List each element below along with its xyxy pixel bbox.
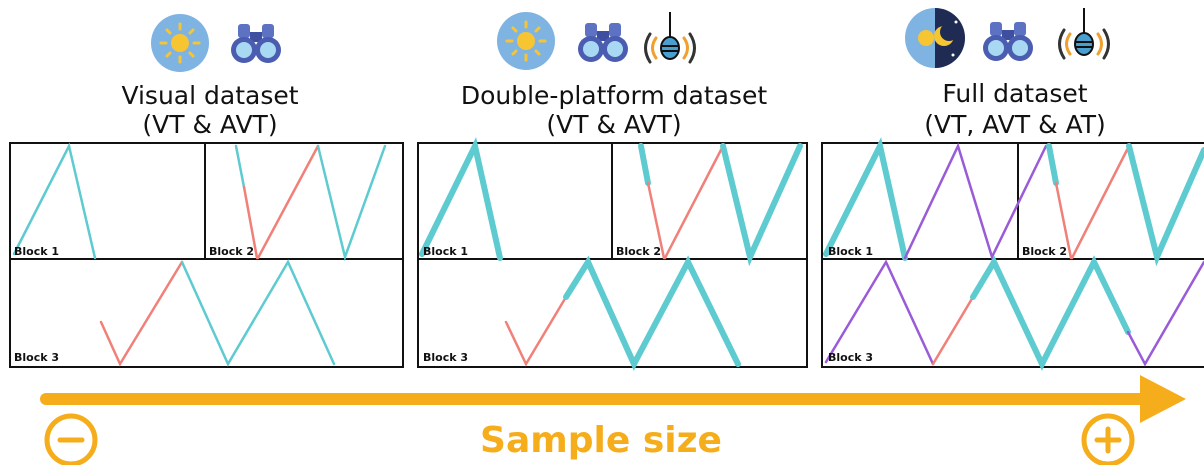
sun-icon — [497, 12, 555, 70]
sun-icon — [151, 14, 209, 72]
transect-acoustic-visual — [1054, 181, 1073, 260]
transects — [823, 137, 1204, 371]
transect-visual — [12, 142, 97, 260]
hydrophone-icon — [644, 12, 696, 64]
transects — [12, 142, 387, 367]
panel-title-line1: Full dataset — [942, 79, 1087, 108]
plus-icon — [1081, 413, 1135, 465]
transect-acoustic-visual — [646, 181, 666, 260]
transect-acoustic-visual — [256, 144, 320, 260]
sample-size-axis: Sample size — [40, 375, 1186, 465]
transect-visual — [823, 137, 908, 261]
binoculars-icon — [231, 24, 281, 63]
block-label: Block 1 — [828, 245, 873, 258]
transect-acoustic-only — [824, 259, 935, 366]
transect-acoustic-visual — [1070, 144, 1131, 260]
panel-double-platform-dataset: Double-platform dataset (VT & AVT) Block… — [417, 12, 808, 371]
block-frame — [821, 142, 1204, 368]
transect-visual — [563, 255, 741, 371]
panel-title-line2: (VT, AVT & AT) — [924, 110, 1105, 139]
block-label: Block 1 — [423, 245, 468, 258]
block-frame — [417, 142, 808, 368]
binoculars-icon — [983, 22, 1033, 61]
block-label: Block 3 — [828, 351, 873, 364]
panel-title-line1: Visual dataset — [121, 81, 298, 110]
block-label: Block 1 — [14, 245, 59, 258]
transect-acoustic-visual — [99, 260, 184, 367]
panel-icons — [497, 12, 696, 70]
transect-visual — [1126, 143, 1204, 267]
transect-acoustic-visual — [931, 295, 975, 366]
panel-title-line2: (VT & AVT) — [546, 110, 681, 139]
block-label: Block 2 — [209, 245, 254, 258]
transect-visual — [970, 255, 1131, 371]
transects — [419, 137, 803, 371]
panel-icons — [151, 14, 281, 72]
transect-visual — [180, 259, 336, 367]
transect-acoustic-only — [1126, 260, 1204, 367]
panel-title-line2: (VT & AVT) — [142, 110, 277, 139]
minus-icon — [44, 413, 98, 465]
transect-visual — [234, 144, 246, 189]
transect-visual — [419, 137, 503, 261]
panel-icons — [905, 8, 1110, 68]
transect-visual — [1046, 143, 1059, 186]
day-night-icon — [905, 8, 965, 68]
block-label: Block 2 — [1022, 245, 1067, 258]
block-frame — [9, 142, 404, 368]
block-label: Block 3 — [423, 351, 468, 364]
transect-visual — [720, 143, 803, 267]
block-label: Block 2 — [616, 245, 661, 258]
panel-visual-dataset: Visual dataset (VT & AVT) Block 1 Block … — [9, 14, 404, 368]
panel-full-dataset: Full dataset (VT, AVT & AT) Block 1 Bloc… — [821, 8, 1204, 371]
transect-acoustic-only — [903, 142, 1048, 261]
transect-visual — [638, 143, 651, 186]
sample-size-label: Sample size — [480, 420, 722, 461]
block-label: Block 3 — [14, 351, 59, 364]
arrow-head — [1140, 375, 1186, 423]
transect-acoustic-visual — [504, 295, 568, 367]
transect-acoustic-visual — [242, 185, 259, 260]
transect-acoustic-visual — [663, 144, 725, 260]
panel-title-line1: Double-platform dataset — [461, 81, 767, 110]
transect-visual — [316, 144, 387, 262]
hydrophone-icon — [1058, 8, 1110, 60]
binoculars-icon — [578, 23, 628, 62]
